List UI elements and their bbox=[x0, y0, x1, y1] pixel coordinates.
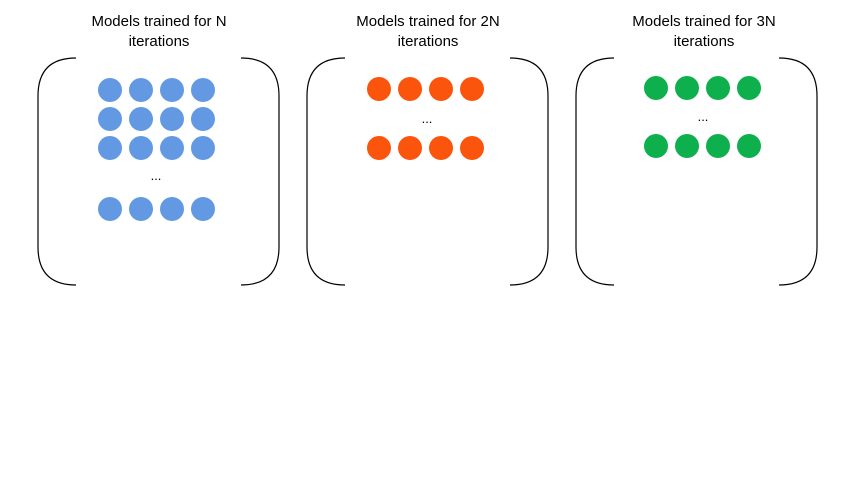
model-dot-2n bbox=[429, 77, 453, 101]
model-dot-2n bbox=[460, 136, 484, 160]
model-dot-3n bbox=[737, 76, 761, 100]
title-group-3n: Models trained for 3N iterations bbox=[632, 13, 776, 50]
model-dot-n bbox=[129, 107, 153, 131]
ellipsis-group-2n: ... bbox=[421, 111, 433, 126]
model-dot-3n bbox=[706, 134, 730, 158]
left-bracket-n bbox=[37, 57, 77, 286]
model-dot-n bbox=[98, 197, 122, 221]
model-dot-2n bbox=[460, 77, 484, 101]
model-dot-3n bbox=[644, 76, 668, 100]
model-dot-3n bbox=[675, 76, 699, 100]
ellipsis-group-n: ... bbox=[150, 168, 162, 183]
model-dot-n bbox=[191, 136, 215, 160]
model-dot-n bbox=[160, 107, 184, 131]
model-dot-3n bbox=[644, 134, 668, 158]
model-dot-n bbox=[191, 107, 215, 131]
model-dot-n bbox=[129, 136, 153, 160]
model-dot-n bbox=[160, 78, 184, 102]
right-bracket-2n bbox=[509, 57, 549, 286]
model-dot-2n bbox=[367, 136, 391, 160]
model-dot-n bbox=[160, 197, 184, 221]
model-dot-n bbox=[98, 107, 122, 131]
model-dot-n bbox=[129, 197, 153, 221]
model-dot-2n bbox=[367, 77, 391, 101]
model-dot-2n bbox=[429, 136, 453, 160]
model-dot-3n bbox=[737, 134, 761, 158]
model-dot-2n bbox=[398, 77, 422, 101]
model-dot-n bbox=[98, 136, 122, 160]
model-dot-2n bbox=[398, 136, 422, 160]
model-dot-n bbox=[98, 78, 122, 102]
model-dot-n bbox=[191, 197, 215, 221]
model-dot-n bbox=[191, 78, 215, 102]
model-dot-n bbox=[160, 136, 184, 160]
title-group-2n: Models trained for 2N iterations bbox=[356, 13, 500, 50]
model-dot-3n bbox=[675, 134, 699, 158]
right-bracket-3n bbox=[778, 57, 818, 286]
right-bracket-n bbox=[240, 57, 280, 286]
model-dot-3n bbox=[706, 76, 730, 100]
ellipsis-group-3n: ... bbox=[697, 109, 709, 124]
title-group-n: Models trained for N iterations bbox=[91, 13, 227, 50]
left-bracket-3n bbox=[575, 57, 615, 286]
left-bracket-2n bbox=[306, 57, 346, 286]
model-dot-n bbox=[129, 78, 153, 102]
